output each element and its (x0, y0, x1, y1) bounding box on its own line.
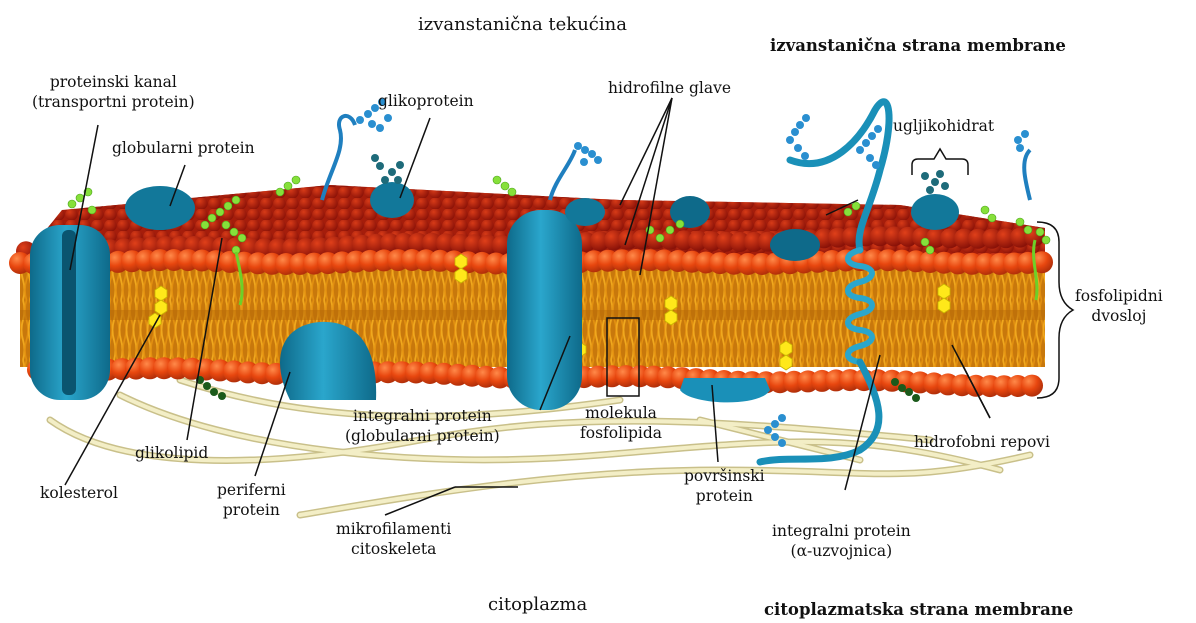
label-extracellular-side: izvanstanična strana membrane (770, 36, 1066, 56)
label-integral-globular-line1: integralni protein (345, 406, 500, 426)
phospholipid-head (1021, 375, 1043, 397)
label-surface-protein: površinski protein (684, 466, 765, 506)
region-cytoplasm: citoplazma (488, 595, 587, 615)
label-peripheral-protein: periferni protein (217, 480, 286, 520)
integral-globular-protein (507, 210, 582, 410)
label-integral-globular: integralni protein (globularni protein) (345, 406, 500, 446)
label-phospholipid-molecule-line2: fosfolipida (580, 423, 662, 443)
label-phospholipid-molecule-line1: molekula (580, 403, 662, 423)
label-integral-alpha: integralni protein (α-uzvojnica) (772, 521, 911, 561)
label-peripheral-protein-line2: protein (217, 500, 286, 520)
label-hydrophilic-heads: hidrofilne glave (608, 78, 731, 98)
label-protein-channel: proteinski kanal (transportni protein) (32, 72, 195, 112)
label-bilayer-line2: dvosloj (1075, 306, 1163, 326)
label-integral-globular-line2: (globularni protein) (345, 426, 500, 446)
region-extracellular-fluid: izvanstanična tekućina (418, 15, 627, 35)
label-glycolipid: glikolipid (135, 443, 208, 463)
label-cholesterol: kolesterol (40, 483, 118, 503)
label-cytoplasmic-side: citoplazmatska strana membrane (764, 600, 1073, 620)
label-phospholipid-bilayer: fosfolipidni dvosloj (1075, 286, 1163, 326)
label-integral-alpha-line1: integralni protein (772, 521, 911, 541)
globular-protein-top-left (125, 186, 195, 230)
label-glycoprotein: glikoprotein (378, 91, 474, 111)
label-hydrophobic-tails: hidrofobni repovi (914, 432, 1050, 452)
label-surface-protein-line2: protein (684, 486, 765, 506)
label-carbohydrate: ugljikohidrat (893, 116, 994, 136)
label-microfilaments-line2: citoskeleta (336, 539, 451, 559)
label-microfilaments-line1: mikrofilamenti (336, 519, 451, 539)
label-protein-channel-line1: proteinski kanal (32, 72, 195, 92)
label-integral-alpha-line2: (α-uzvojnica) (772, 541, 911, 561)
label-bilayer-line1: fosfolipidni (1075, 286, 1163, 306)
label-phospholipid-molecule: molekula fosfolipida (580, 403, 662, 443)
label-protein-channel-line2: (transportni protein) (32, 92, 195, 112)
label-globular-protein: globularni protein (112, 138, 255, 158)
protein-channel (30, 225, 110, 400)
surface-protein (680, 378, 770, 402)
label-microfilaments: mikrofilamenti citoskeleta (336, 519, 451, 559)
glycoprotein-carbohydrates (371, 154, 949, 194)
label-peripheral-protein-line1: periferni (217, 480, 286, 500)
glycoprotein-protein (370, 182, 414, 218)
label-surface-protein-line1: površinski (684, 466, 765, 486)
